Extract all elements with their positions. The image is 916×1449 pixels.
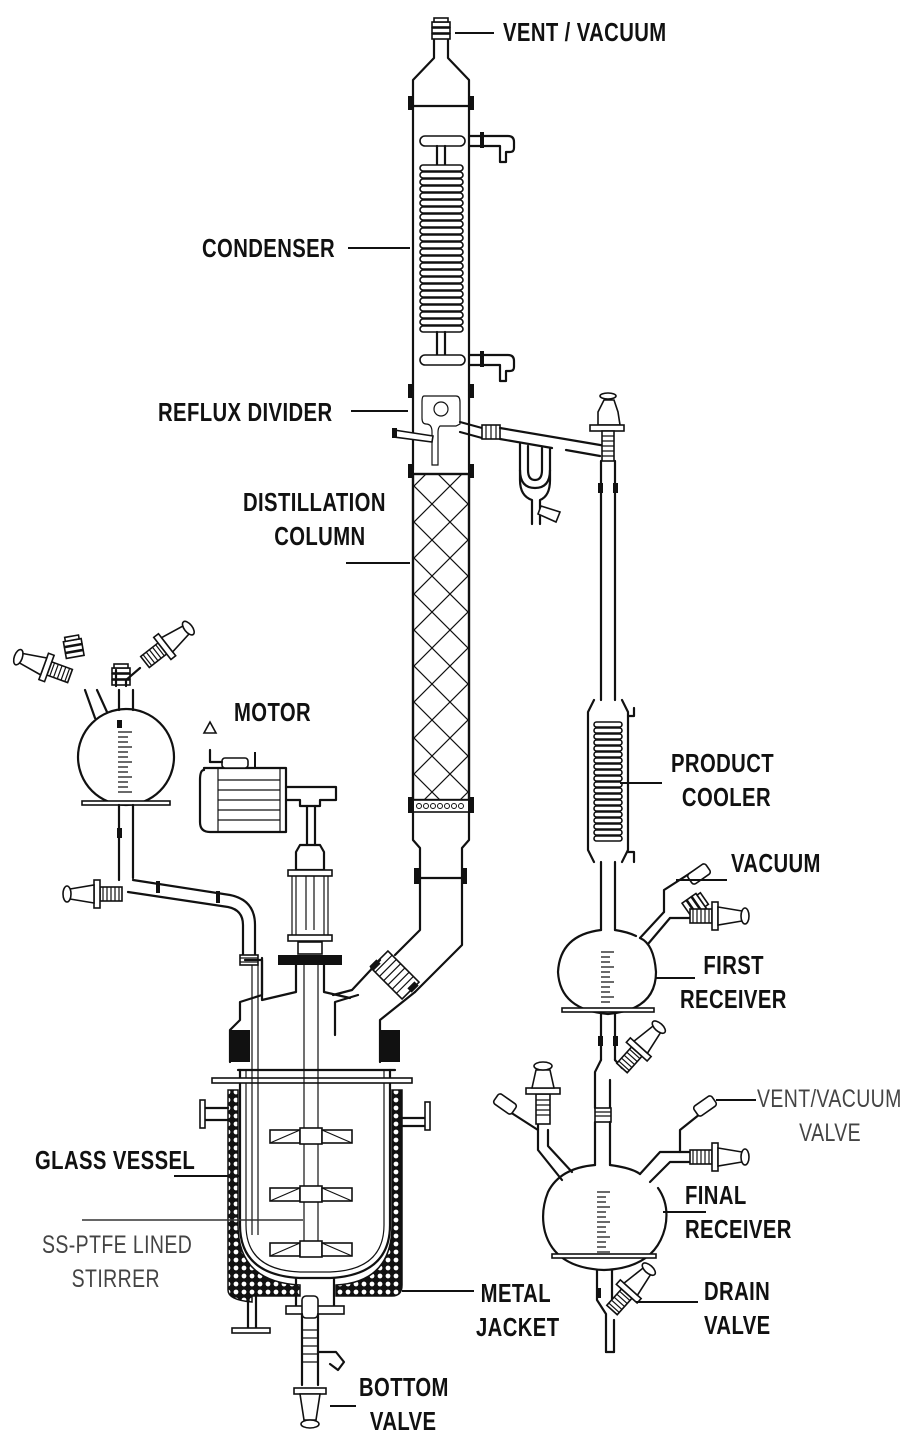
label-line: BOTTOM: [359, 1372, 449, 1402]
transfer-stopcock: [593, 1013, 673, 1167]
product-line: [589, 392, 625, 702]
label-line: SS-PTFE LINED: [42, 1231, 193, 1259]
label-drain-valve: DRAIN VALVE: [704, 1274, 771, 1342]
label-line: DISTILLATION: [243, 487, 386, 517]
product-cooler: [586, 698, 636, 932]
leader-lines: [82, 32, 756, 1407]
label-motor: MOTOR: [234, 697, 312, 727]
label-line: COOLER: [681, 782, 772, 812]
label-first-receiver: FIRST RECEIVER: [680, 948, 787, 1016]
label-line: JACKET: [476, 1312, 560, 1342]
condenser: [408, 96, 516, 398]
metal-jacket: [199, 1089, 431, 1334]
label-final-receiver: FINAL RECEIVER: [685, 1178, 792, 1246]
label-line: COLUMN: [274, 521, 366, 551]
label-vent-vacuum-valve: VENT/VACUUM VALVE: [757, 1082, 902, 1150]
label-line: VENT/VACUUM: [757, 1085, 902, 1113]
first-receiver: [556, 863, 750, 1062]
label-line: VALVE: [704, 1310, 771, 1340]
label-product-cooler: PRODUCT COOLER: [671, 746, 774, 814]
label-glass-vessel: GLASS VESSEL: [35, 1145, 196, 1175]
label-metal-jacket: METAL JACKET: [476, 1276, 559, 1344]
label-line: RECEIVER: [680, 984, 787, 1014]
distillation-column: [408, 472, 474, 884]
label-line: FINAL: [685, 1180, 747, 1210]
label-line: VALVE: [369, 1406, 437, 1436]
label-line: METAL: [480, 1278, 551, 1308]
label-reflux-divider: REFLUX DIVIDER: [158, 397, 333, 427]
stirrer: [269, 965, 353, 1258]
final-receiver: [492, 1061, 750, 1354]
label-bottom-valve: BOTTOM VALVE: [359, 1370, 449, 1438]
label-line: RECEIVER: [685, 1214, 792, 1244]
label-line: DRAIN: [704, 1276, 771, 1306]
label-line: VALVE: [799, 1119, 862, 1147]
label-vacuum: VACUUM: [731, 848, 821, 878]
vapour-duct: [331, 876, 464, 1064]
label-condenser: CONDENSER: [202, 233, 336, 263]
bottom-valve: [293, 1295, 346, 1429]
agitator-drive: [278, 843, 342, 965]
label-line: STIRRER: [71, 1265, 160, 1293]
label-line: FIRST: [703, 950, 764, 980]
label-distillation-column: DISTILLATION COLUMN: [243, 485, 386, 553]
label-line: PRODUCT: [671, 748, 775, 778]
vent-connector: [408, 17, 474, 110]
label-vent-vacuum: VENT / VACUUM: [503, 17, 667, 47]
motor: [198, 720, 338, 847]
reflux-divider: [392, 388, 608, 526]
label-ss-ptfe-stirrer: SS-PTFE LINED STIRRER: [42, 1228, 192, 1296]
